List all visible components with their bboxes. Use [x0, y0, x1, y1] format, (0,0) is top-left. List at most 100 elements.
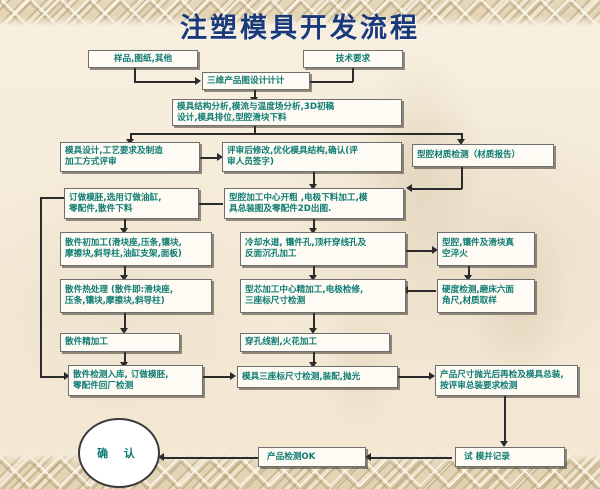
connector-designreview-to-afterreview — [200, 157, 218, 159]
connector-wireedm-down — [313, 352, 315, 365]
node-core-finish-machining-line2: 三座标尺寸检测 — [245, 296, 306, 306]
node-3d-product-design[interactable]: 三维产品图设计计计 — [202, 72, 310, 90]
connector-heattreat-down — [124, 313, 126, 331]
node-vacuum-quench[interactable]: 型腔,镶件及滑块真 空淬火 — [437, 232, 535, 266]
node-hardness-test-line1: 硬度检测,磨床六面 — [442, 285, 515, 295]
node-loose-part-rough-machining-line2: 摩擦块,斜导柱,油缸支架,面板) — [65, 249, 182, 259]
arrow-into-looserough — [120, 228, 128, 234]
node-wire-edm[interactable]: 穿孔线割,火花加工 — [240, 333, 390, 352]
node-cavity-roughing[interactable]: 型腔加工中心开粗 ,电极下料加工,模 具总装图及零配件2D出图. — [224, 188, 404, 219]
connector-bus-right-down — [461, 133, 463, 141]
top-border-fade — [0, 16, 600, 26]
arrow-into-hardness — [464, 275, 472, 281]
connector-hardness-to-corefinish — [406, 290, 436, 292]
node-core-finish-machining[interactable]: 型芯加工中心精加工,电极检修, 三座标尺寸检测 — [240, 279, 406, 313]
node-tech-requirement-label: 技术要求 — [335, 53, 371, 64]
node-vacuum-quench-line2: 空淬火 — [442, 249, 468, 259]
connector-looserough-down — [124, 266, 126, 278]
node-loose-part-finish-machining-label: 散件精加工 — [65, 337, 108, 347]
node-final-dimension-check-line2: 按评审总装要求检测 — [440, 380, 518, 391]
node-final-dimension-check-line1: 产品尺寸抛光后再检及模具总装, — [440, 369, 564, 380]
node-order-mold-base-line2: 零配件,散件下料 — [69, 203, 133, 214]
node-after-review-modify-line2: 审人员签字) — [227, 157, 274, 167]
node-wire-edm-label: 穿孔线割,火花加工 — [245, 337, 318, 347]
node-sample-label: 样品,图纸,其他 — [113, 53, 173, 64]
node-cooling-channel-line2: 反面沉孔加工 — [245, 249, 297, 259]
node-final-dimension-check[interactable]: 产品尺寸抛光后再检及模具总装, 按评审总装要求检测 — [435, 365, 578, 396]
node-cavity-material-test-label: 型腔材质检测（材质报告） — [417, 150, 521, 160]
connector-feedback-vertical — [40, 197, 42, 377]
arrow-into-vacuum — [432, 246, 438, 254]
arrow-into-trialmold — [500, 441, 508, 447]
connector-cooling-down — [313, 266, 315, 278]
node-order-mold-base-line1: 订做模胚,选用订做油缸, — [69, 192, 162, 203]
connector-bus-left-down — [130, 133, 132, 141]
node-product-inspection-ok-label: 产品检测OK — [267, 451, 316, 462]
arrow-into-wireedm — [309, 328, 317, 334]
node-loose-part-inspection-storage-line1: 散件检测入库, 订做模胚, — [73, 369, 169, 380]
node-confirm[interactable]: 确 认 — [78, 418, 160, 488]
node-cavity-roughing-line2: 具总装图及零配件2D出图. — [229, 203, 332, 214]
connector-vacuum-down — [468, 266, 470, 278]
node-order-mold-base[interactable]: 订做模胚,选用订做油缸, 零配件,散件下料 — [64, 188, 199, 219]
node-loose-part-inspection-storage-line2: 零配件回厂检测 — [73, 380, 134, 391]
connector-analysis-bus — [130, 133, 462, 135]
connector-moldcmm-to-finalcheck — [398, 376, 430, 378]
arrow-into-cavityrough-right — [406, 184, 412, 192]
node-cavity-roughing-line1: 型腔加工中心开粗 ,电极下料加工,模 — [229, 192, 368, 203]
node-core-finish-machining-line1: 型芯加工中心精加工,电极检修, — [245, 285, 364, 295]
connector-sample-down — [134, 68, 136, 82]
node-mold-cmm-assembly-polish[interactable]: 模具三座标尺寸检测,装配,抛光 — [237, 366, 398, 388]
node-cooling-channel-line1: 冷却水道, 镶件孔,顶杆穿线孔及 — [245, 238, 367, 248]
node-trial-mold[interactable]: 试 模并记录 — [455, 447, 565, 467]
arrow-into-moldcmm — [309, 362, 317, 368]
node-loose-part-finish-machining[interactable]: 散件精加工 — [60, 333, 180, 352]
connector-orderbase-down — [124, 219, 126, 231]
top-border-ornament — [0, 0, 600, 26]
node-after-review-modify-line1: 评审后修改,优化模具结构,确认(评 — [227, 146, 358, 156]
arrow-into-confirm — [158, 453, 164, 461]
node-design-review[interactable]: 模具设计,工艺要求及制造 加工方式评审 — [60, 142, 200, 172]
connector-cooling-to-vacuum — [406, 250, 433, 252]
connector-afterreview-down — [313, 172, 315, 186]
connector-sample-right — [134, 81, 196, 83]
connector-techreq-left — [310, 81, 353, 83]
node-mold-structure-analysis[interactable]: 模具结构分析,模流与温度场分析,3D初稿 设计,模具排位,型腔滑块下料 — [172, 99, 402, 126]
connector-techreq-down — [352, 68, 354, 82]
node-loose-part-rough-machining[interactable]: 散件初加工(滑块座,压条,镶块, 摩擦块,斜导柱,油缸支架,面板) — [60, 232, 212, 266]
connector-analysis-down — [254, 126, 256, 134]
node-after-review-modify[interactable]: 评审后修改,优化模具结构,确认(评 审人员签字) — [222, 142, 402, 172]
node-cooling-channel[interactable]: 冷却水道, 镶件孔,顶杆穿线孔及 反面沉孔加工 — [240, 232, 406, 266]
connector-loosefinish-down — [124, 352, 126, 365]
node-tech-requirement[interactable]: 技术要求 — [303, 50, 403, 68]
arrow-into-cooling — [309, 228, 317, 234]
node-hardness-test[interactable]: 硬度检测,磨床六面 角尺,材质取样 — [437, 279, 535, 313]
connector-loosestore-to-moldcmm — [203, 376, 231, 378]
connector-cavitymaterial-left — [412, 188, 462, 190]
connector-product3d-to-analysis — [254, 90, 256, 99]
node-heat-treatment[interactable]: 散件热处理 (散件即:滑块座, 压条,镶块,摩擦块,斜导柱) — [60, 279, 212, 313]
node-loose-part-inspection-storage[interactable]: 散件检测入库, 订做模胚, 零配件回厂检测 — [68, 365, 203, 396]
node-mold-structure-analysis-line2: 设计,模具排位,型腔滑块下料 — [177, 112, 287, 123]
arrow-into-loosestore-left — [64, 372, 70, 380]
arrow-into-finalcheck — [429, 372, 435, 380]
node-design-review-line2: 加工方式评审 — [65, 157, 117, 167]
node-cavity-material-test[interactable]: 型腔材质检测（材质报告） — [412, 144, 554, 167]
node-mold-cmm-assembly-polish-label: 模具三座标尺寸检测,装配,抛光 — [242, 371, 361, 382]
node-trial-mold-label: 试 模并记录 — [464, 451, 510, 462]
node-loose-part-rough-machining-line1: 散件初加工(滑块座,压条,镶块, — [65, 238, 182, 248]
node-product-inspection-ok[interactable]: 产品检测OK — [258, 447, 366, 467]
node-vacuum-quench-line1: 型腔,镶件及滑块真 — [442, 238, 515, 248]
arrow-into-moldcmm-left — [230, 372, 236, 380]
node-design-review-line1: 模具设计,工艺要求及制造 — [65, 146, 163, 156]
node-3d-product-design-label: 三维产品图设计计计 — [207, 75, 285, 86]
arrow-into-heattreat — [120, 275, 128, 281]
arrow-into-corefinish — [309, 275, 317, 281]
connector-cavitymaterial-down — [461, 167, 463, 189]
node-confirm-label: 确 认 — [97, 447, 141, 460]
connector-corefinish-down — [313, 313, 315, 331]
node-sample[interactable]: 样品,图纸,其他 — [88, 50, 198, 68]
connector-finalcheck-down — [504, 396, 506, 444]
arrow-into-loosefinish — [120, 328, 128, 334]
arrow-into-product3d-left — [195, 77, 201, 85]
